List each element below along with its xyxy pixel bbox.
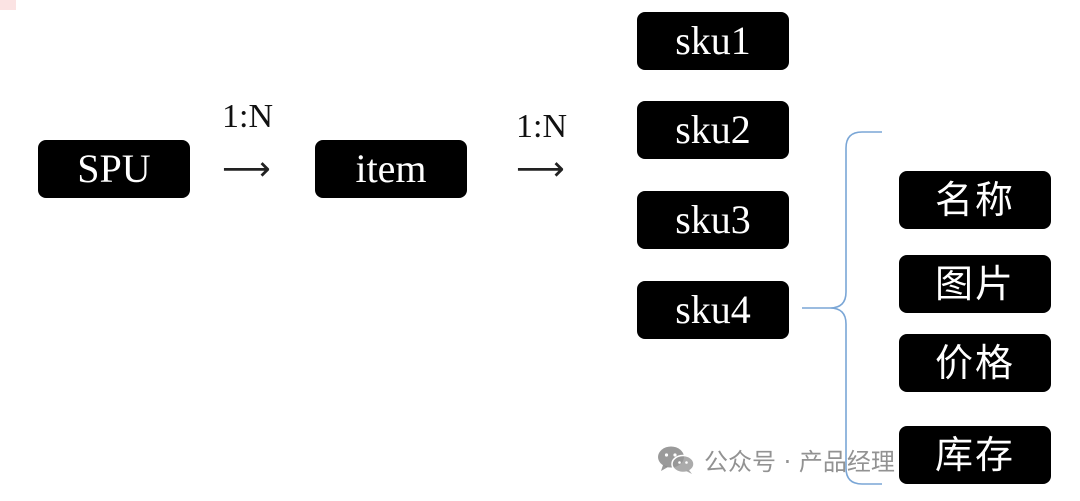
spu-label: SPU: [77, 146, 151, 191]
attribute-node-price: 价格: [899, 334, 1051, 392]
watermark: 公众号 · 产品经理: [656, 442, 895, 477]
attribute-node-image: 图片: [899, 255, 1051, 313]
spu-item-ratio: 1:N: [222, 98, 273, 135]
sku-node-3: sku3: [637, 191, 789, 249]
brace-path: [802, 131, 882, 485]
attribute-label: 图片: [934, 262, 1015, 306]
attribute-label: 库存: [934, 433, 1015, 477]
spu-node: SPU: [38, 140, 190, 198]
attribute-node-name: 名称: [899, 171, 1051, 229]
sku-label: sku1: [675, 18, 751, 63]
sku-node-1: sku1: [637, 12, 789, 70]
item-node: item: [315, 140, 467, 198]
attribute-label: 名称: [934, 178, 1015, 222]
attribute-label: 价格: [934, 341, 1015, 385]
sku-node-4: sku4: [637, 281, 789, 339]
item-label: item: [355, 146, 427, 191]
corner-mark: [0, 0, 16, 10]
wechat-icon: [656, 445, 696, 475]
watermark-text: 公众号 · 产品经理: [704, 448, 895, 476]
item-sku-ratio: 1:N: [516, 108, 567, 145]
sku-node-2: sku2: [637, 101, 789, 159]
item-sku-arrow-icon: ⟶: [516, 149, 565, 189]
sku-label: sku2: [675, 107, 751, 152]
attribute-node-stock: 库存: [899, 426, 1051, 484]
spu-item-arrow-icon: ⟶: [222, 149, 271, 189]
sku-label: sku4: [675, 287, 751, 332]
sku-label: sku3: [675, 197, 751, 242]
